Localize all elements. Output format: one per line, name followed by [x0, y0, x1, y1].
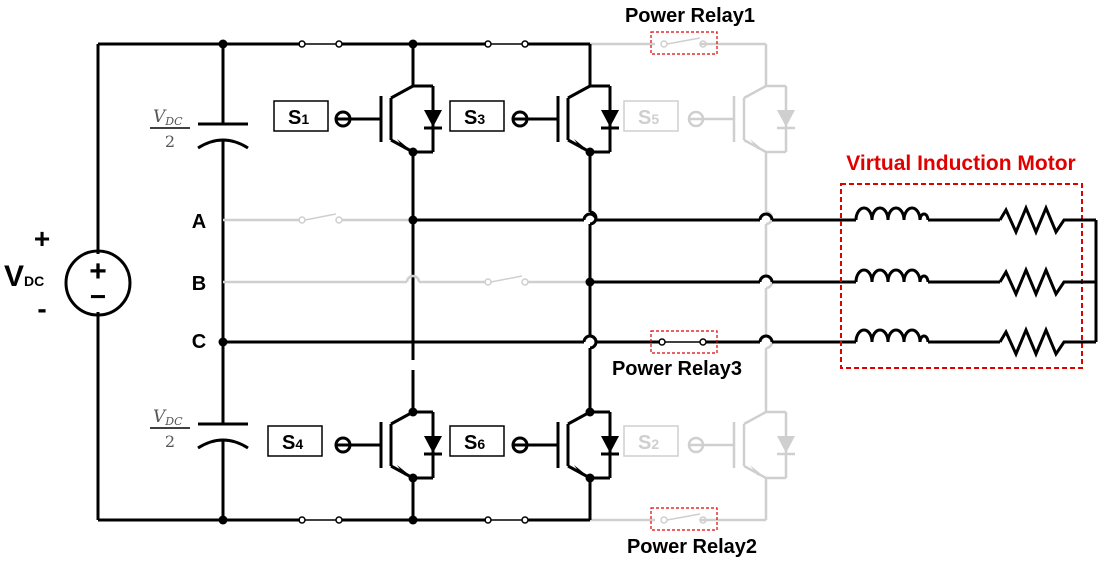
- s3-sub: 3: [477, 111, 485, 127]
- svg-text:S1: S1: [288, 107, 309, 129]
- source-sign-minus: -: [37, 293, 46, 324]
- junction-dots: [218, 39, 595, 525]
- s1-sub: 1: [301, 111, 309, 127]
- switch-s5-box: S5: [623, 100, 679, 132]
- s6-main: S: [464, 432, 477, 454]
- svg-text:S4: S4: [282, 432, 303, 454]
- cap-bottom-numerator: VDC: [153, 407, 183, 428]
- switch-s3-box: S3: [449, 100, 505, 132]
- cap-top-denominator: 2: [165, 132, 175, 151]
- cap-bottom-denominator: 2: [165, 432, 175, 451]
- switch-s6-box: S6: [449, 425, 505, 457]
- svg-text:S3: S3: [464, 107, 485, 129]
- s2-main: S: [638, 432, 651, 454]
- s5-sub: 5: [651, 111, 659, 127]
- cap-top-num-main: V: [153, 107, 167, 127]
- cap-top-num-sub: DC: [164, 115, 183, 128]
- power-relay1-symbol: [650, 31, 718, 55]
- node-label-b: B: [192, 273, 206, 295]
- node-label-a: A: [192, 211, 206, 233]
- s3-main: S: [464, 107, 477, 129]
- node-label-c: C: [192, 331, 206, 353]
- capacitor-bottom-label: VDC 2: [150, 407, 190, 451]
- switch-s4-box: S4: [267, 425, 323, 457]
- capacitor-top-label: VDC 2: [150, 107, 190, 151]
- switch-s2-box: S2: [623, 425, 679, 457]
- phase-line-b: [223, 274, 856, 286]
- source-minus-symbol: −: [90, 281, 106, 312]
- dc-bus-bottom-rail: [98, 516, 766, 524]
- s4-sub: 4: [295, 436, 303, 452]
- phase-line-c: [223, 334, 856, 346]
- s1-main: S: [288, 107, 301, 129]
- capacitor-bottom: [197, 342, 249, 520]
- power-relay3-symbol: [650, 330, 718, 354]
- power-relay2-symbol: [650, 507, 718, 531]
- svg-text:S5: S5: [638, 107, 659, 129]
- s2-sub: 2: [651, 436, 659, 452]
- dc-voltage-source: + −: [64, 44, 132, 520]
- virtual-induction-motor: [840, 183, 1098, 369]
- source-plus-symbol: +: [89, 255, 107, 288]
- source-sign-plus: +: [34, 223, 50, 254]
- switch-s1-box: S1: [273, 100, 329, 132]
- svg-text:S2: S2: [638, 432, 659, 454]
- svg-text:S6: S6: [464, 432, 485, 454]
- s6-sub: 6: [477, 436, 485, 452]
- cap-top-numerator: VDC: [153, 107, 183, 128]
- cap-bottom-num-sub: DC: [164, 415, 183, 428]
- phase-line-a: [223, 212, 856, 224]
- power-relay2-label: Power Relay2: [627, 536, 757, 558]
- source-voltage-sub: DC: [24, 273, 44, 289]
- motor-title: Virtual Induction Motor: [846, 152, 1075, 175]
- s4-main: S: [282, 432, 295, 454]
- source-voltage-main: V: [4, 260, 24, 293]
- cap-bottom-num-main: V: [153, 407, 167, 427]
- capacitor-top: [197, 44, 249, 342]
- s5-main: S: [638, 107, 651, 129]
- power-relay1-label: Power Relay1: [625, 5, 755, 27]
- gate-circles: [334, 110, 705, 454]
- power-relay3-label: Power Relay3: [612, 358, 742, 380]
- source-voltage-label: VDC: [4, 260, 44, 293]
